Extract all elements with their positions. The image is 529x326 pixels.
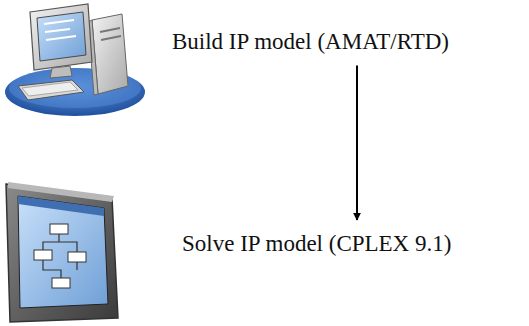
step-label-box: Build IP model (AMAT/RTD): [166, 24, 455, 60]
step-text: Build IP model (AMAT/RTD): [172, 28, 449, 56]
computer-icon: [5, 4, 145, 116]
monitor-icon: [6, 182, 118, 322]
step-text: Solve IP model (CPLEX 9.1): [182, 230, 451, 258]
flow-arrow: [356, 66, 358, 220]
step-label-box: Solve IP model (CPLEX 9.1): [176, 226, 457, 262]
